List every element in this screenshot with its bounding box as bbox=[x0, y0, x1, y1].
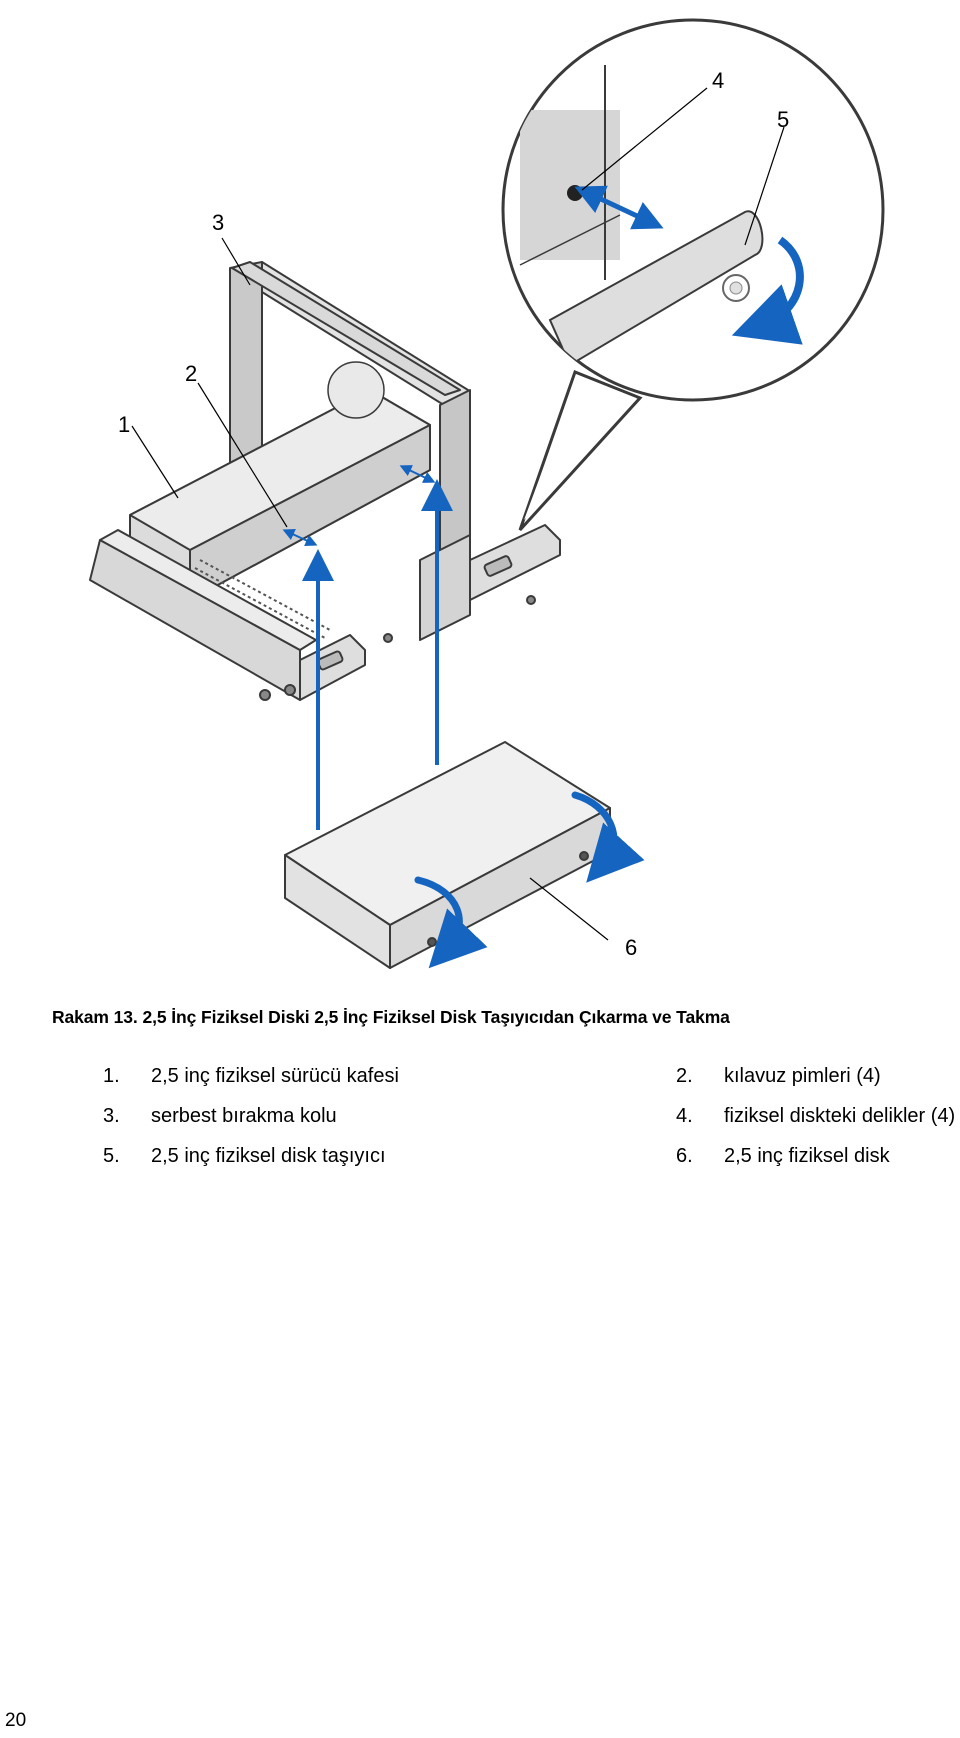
legend-number: 4. bbox=[676, 1105, 693, 1127]
legend-text: serbest bırakma kolu bbox=[151, 1105, 337, 1127]
detail-zoom-bubble bbox=[501, 18, 885, 532]
callout-2: 2 bbox=[185, 361, 197, 386]
legend-number: 5. bbox=[103, 1145, 120, 1167]
legend-number: 2. bbox=[676, 1065, 693, 1087]
callout-1: 1 bbox=[118, 412, 130, 437]
legend-text: 2,5 inç fiziksel disk taşıyıcı bbox=[151, 1145, 386, 1167]
rotation-arrows-disk bbox=[414, 791, 645, 969]
legend-text: kılavuz pimleri (4) bbox=[724, 1065, 881, 1087]
legend-text: fiziksel diskteki delikler (4) bbox=[724, 1105, 956, 1127]
legend-text: 2,5 inç fiziksel sürücü kafesi bbox=[151, 1065, 399, 1087]
guide-pin-arrows bbox=[282, 465, 436, 546]
callout-labels: 1 2 3 4 5 6 bbox=[118, 68, 789, 960]
disk-removal-illustration: 1 2 3 4 5 6 bbox=[89, 18, 885, 969]
legend-number: 6. bbox=[676, 1145, 693, 1167]
callout-5: 5 bbox=[777, 107, 789, 132]
callout-4: 4 bbox=[712, 68, 724, 93]
legend-text: 2,5 inç fiziksel disk bbox=[724, 1145, 890, 1167]
callout-6: 6 bbox=[625, 935, 637, 960]
page-number: 20 bbox=[5, 1710, 27, 1731]
insertion-arrows bbox=[302, 479, 453, 830]
drive-cage bbox=[89, 261, 561, 701]
callout-3: 3 bbox=[212, 210, 224, 235]
legend-number: 3. bbox=[103, 1105, 120, 1127]
figure-caption: Rakam 13. 2,5 İnç Fiziksel Diski 2,5 İnç… bbox=[52, 1007, 730, 1027]
legend-number: 1. bbox=[103, 1065, 120, 1087]
physical-disk bbox=[284, 741, 611, 969]
callout-leaders bbox=[131, 87, 785, 941]
